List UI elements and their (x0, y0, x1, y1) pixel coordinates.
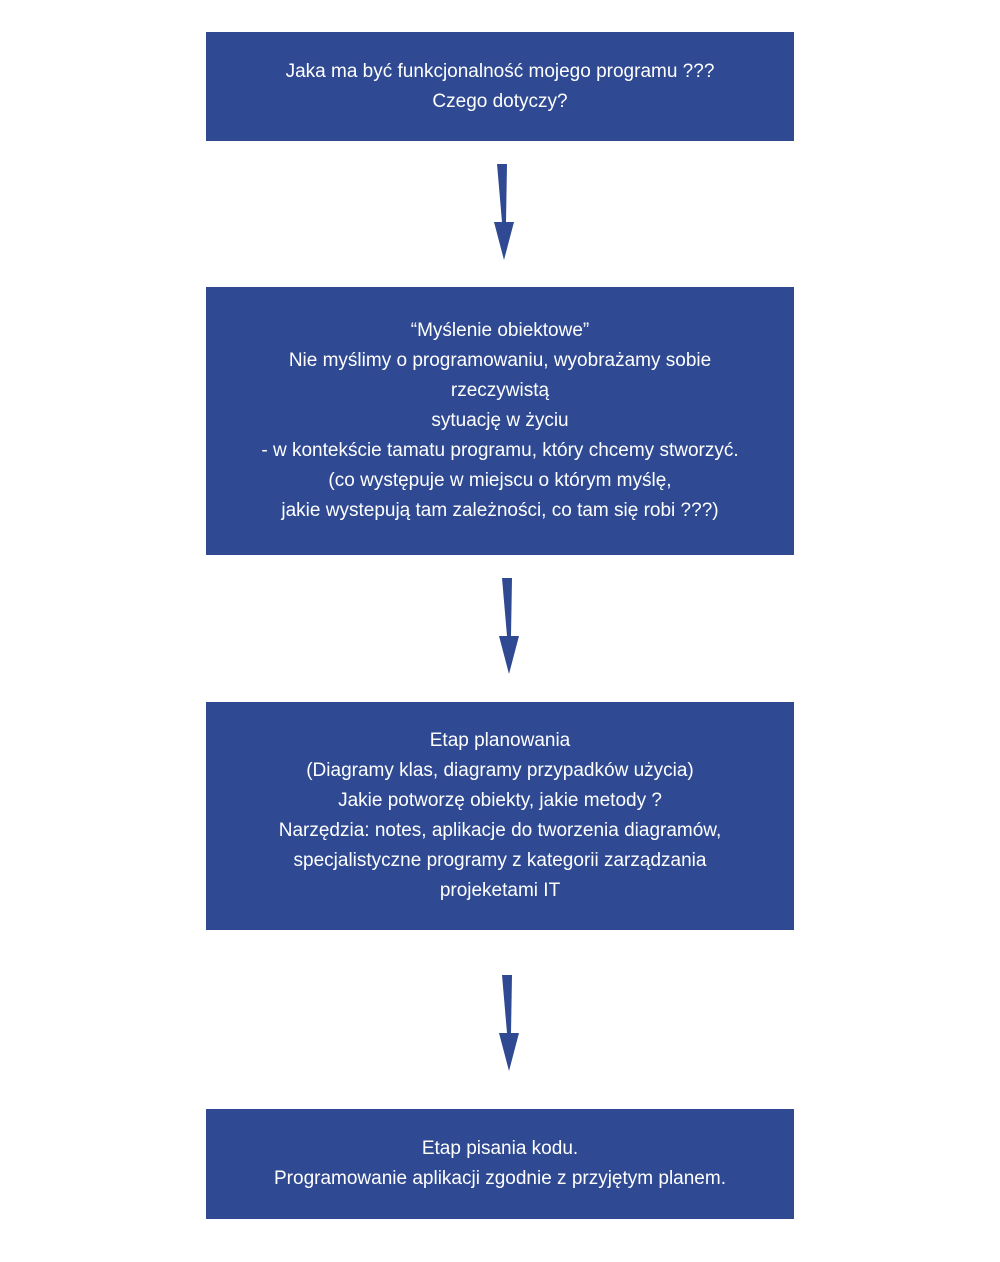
step-box-object-thinking: “Myślenie obiektowe” Nie myślimy o progr… (206, 287, 794, 555)
step-3-line-2: (Diagramy klas, diagramy przypadków użyc… (306, 760, 694, 781)
step-box-planning: Etap planowania (Diagramy klas, diagramy… (206, 702, 794, 930)
step-2-line-3: rzeczywistą (450, 380, 550, 401)
step-3-line-4: Narzędzia: notes, aplikacje do tworzenia… (278, 820, 722, 841)
step-3-line-5: specjalistyczne programy z kategorii zar… (293, 850, 707, 871)
step-3-line-6: projeketami IT (439, 880, 561, 901)
step-2-line-1: “Myślenie obiektowe” (410, 320, 590, 341)
step-4-line-2: Programowanie aplikacji zgodnie z przyję… (274, 1168, 726, 1189)
step-4-line-1: Etap pisania kodu. (421, 1138, 579, 1159)
step-3-line-1: Etap planowania (429, 730, 571, 751)
step-2-line-4: sytuację w życiu (431, 410, 569, 431)
arrow-down-icon (499, 578, 519, 674)
step-2-line-6: (co występuje w miejscu o którym myślę, (328, 470, 672, 491)
step-2-line-2: Nie myślimy o programowaniu, wyobrażamy … (288, 350, 712, 371)
step-box-problem-definition: Jaka ma być funkcjonalność mojego progra… (206, 32, 794, 141)
arrow-down-icon (494, 164, 514, 260)
arrow-down-icon (499, 975, 519, 1071)
step-box-coding: Etap pisania kodu. Programowanie aplikac… (206, 1109, 794, 1219)
step-2-line-7: jakie wystepują tam zależności, co tam s… (281, 500, 719, 521)
step-1-line-2: Czego dotyczy? (432, 90, 568, 112)
step-3-line-3: Jakie potworzę obiekty, jakie metody ? (338, 790, 662, 811)
step-1-line-1: Jaka ma być funkcjonalność mojego progra… (285, 60, 715, 82)
step-2-line-5: - w kontekście tamatu programu, który ch… (261, 440, 739, 461)
